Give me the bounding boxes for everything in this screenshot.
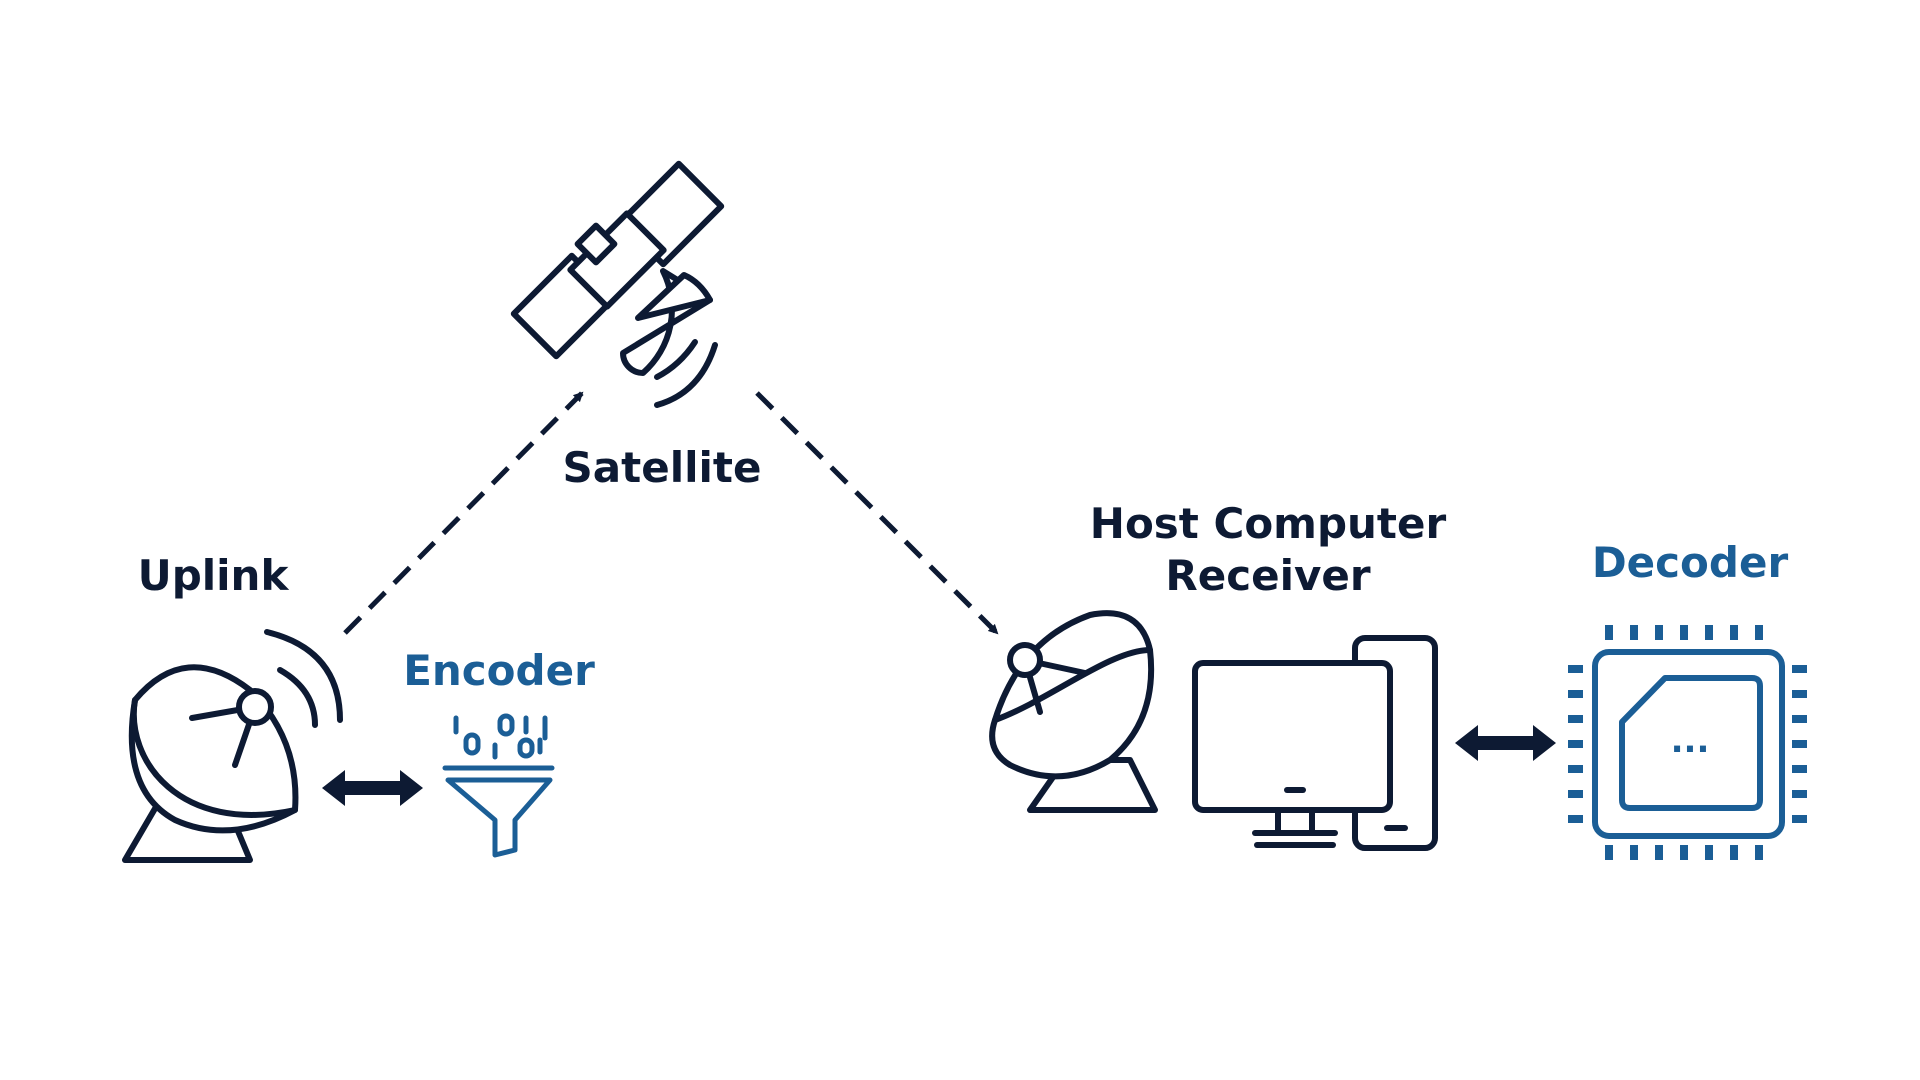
computer-icon [1192, 635, 1438, 851]
satellite-icon [510, 160, 725, 408]
encoder-label: Encoder [403, 646, 595, 695]
chip-ellipsis-label: ... [1671, 721, 1710, 761]
bidirectional-arrow-icon [1455, 725, 1556, 761]
satellite-label: Satellite [563, 443, 762, 492]
decoder-chip-icon [1568, 625, 1807, 860]
uplink-dish-icon [122, 629, 343, 863]
decoder-label: Decoder [1592, 538, 1789, 587]
uplink-to-satellite-dashed-arrow [343, 391, 584, 635]
bidirectional-arrow-icon [322, 770, 423, 806]
satellite-to-receiver-dashed-arrow [755, 391, 999, 635]
receiver-label: Receiver [1165, 551, 1370, 600]
encoder-funnel-icon [442, 713, 555, 858]
host-computer-label: Host Computer [1090, 499, 1447, 548]
receiver-dish-icon [989, 610, 1158, 813]
uplink-label: Uplink [138, 551, 290, 600]
